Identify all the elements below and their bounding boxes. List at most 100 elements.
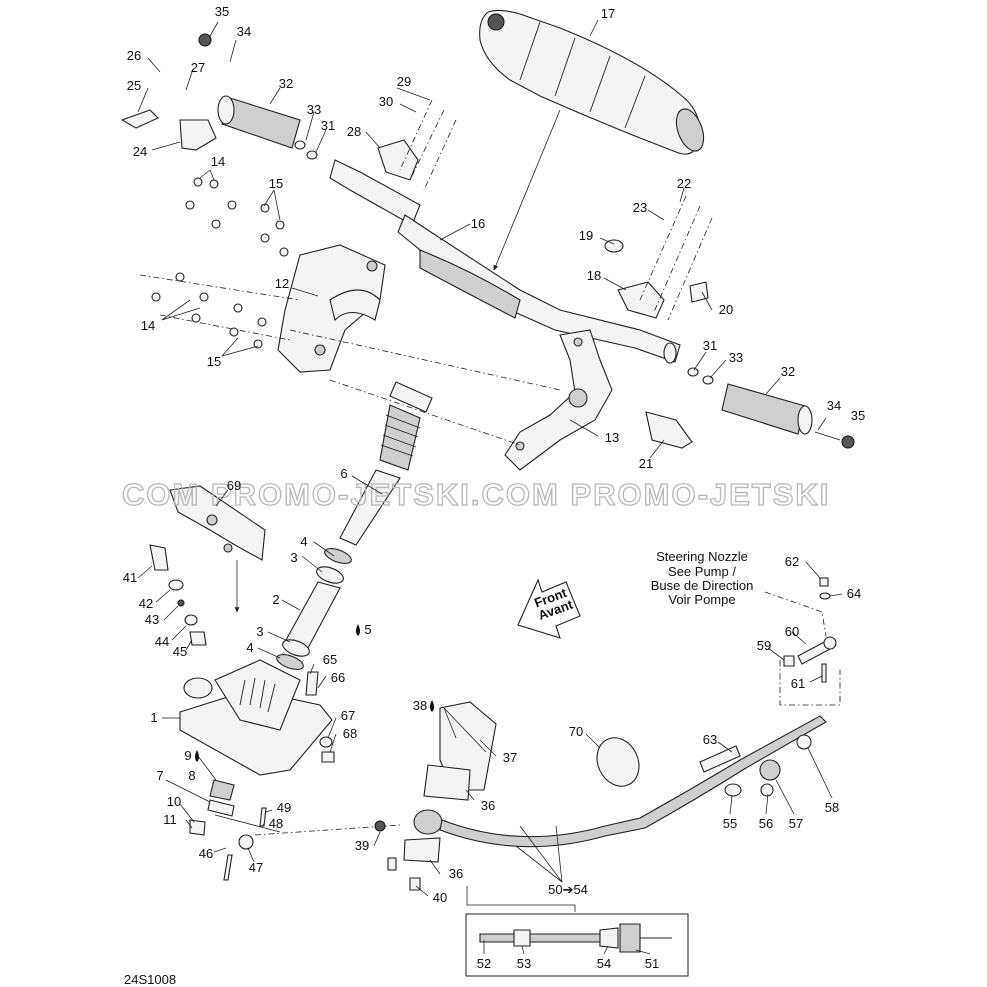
callout-2: 2 <box>272 592 279 607</box>
front-direction-arrow: Front Avant <box>517 578 581 639</box>
callout-41: 41 <box>123 570 137 585</box>
bolt-axis-29-30 <box>399 99 457 191</box>
callout-44: 44 <box>155 634 169 649</box>
callout-14a: 14 <box>211 154 225 169</box>
drop-icon <box>356 624 360 636</box>
callout-65: 65 <box>323 652 337 667</box>
cable-inset-box <box>465 913 689 977</box>
callout-6: 6 <box>340 466 347 481</box>
callout-30: 30 <box>379 94 393 109</box>
callout-61: 61 <box>791 676 805 691</box>
steering-cable-part <box>439 715 827 848</box>
callout-40: 40 <box>433 890 447 905</box>
steering-plate-part <box>179 659 333 776</box>
callout-39: 39 <box>355 838 369 853</box>
callout-60: 60 <box>785 624 799 639</box>
callout-28: 28 <box>347 124 361 139</box>
callout-42: 42 <box>139 596 153 611</box>
callout-32b: 32 <box>781 364 795 379</box>
callout-15a: 15 <box>269 176 283 191</box>
callout-62: 62 <box>785 554 799 569</box>
callout-49: 49 <box>277 800 291 815</box>
callout-8: 8 <box>188 768 195 783</box>
callout-31a: 31 <box>321 118 335 133</box>
drop-icon <box>430 700 434 712</box>
tie-rod-parts <box>189 779 401 881</box>
cable-bracket-part <box>374 701 497 891</box>
callout-12: 12 <box>275 276 289 291</box>
callout-3b: 3 <box>256 624 263 639</box>
callout-67: 67 <box>341 708 355 723</box>
callout-51: 51 <box>645 956 659 971</box>
callout-34a: 34 <box>237 24 251 39</box>
left-grip-part <box>120 33 318 160</box>
bolt-axis-22-23 <box>639 195 713 321</box>
callout-70: 70 <box>569 724 583 739</box>
right-grip-part <box>687 367 855 449</box>
callout-11: 11 <box>163 812 177 827</box>
bolt-stack-right-part <box>305 671 335 763</box>
callout-52: 52 <box>477 956 491 971</box>
callout-36a: 36 <box>481 798 495 813</box>
callout-47: 47 <box>249 860 263 875</box>
callout-17: 17 <box>601 6 615 21</box>
support-bracket-part <box>169 485 266 561</box>
callout-4b: 4 <box>246 640 253 655</box>
callout-24: 24 <box>133 144 147 159</box>
note-line-4: Voir Pompe <box>668 592 735 607</box>
callout-43: 43 <box>145 612 159 627</box>
o-ring-part <box>596 737 640 787</box>
callout-58: 58 <box>825 800 839 815</box>
callout-45: 45 <box>173 644 187 659</box>
callout-56: 56 <box>759 816 773 831</box>
bolt-washer-group-top <box>185 177 289 257</box>
callout-21: 21 <box>639 456 653 471</box>
callout-54: 54 <box>597 956 611 971</box>
callout-66: 66 <box>331 670 345 685</box>
callout-4a: 4 <box>300 534 307 549</box>
callout-1: 1 <box>150 710 157 725</box>
callout-14b: 14 <box>141 318 155 333</box>
callout-3a: 3 <box>290 550 297 565</box>
callout-27: 27 <box>191 60 205 75</box>
callout-29: 29 <box>397 74 411 89</box>
callout-59: 59 <box>757 638 771 653</box>
drop-icon <box>195 750 199 762</box>
steering-support-part <box>277 244 386 373</box>
callout-36b: 36 <box>449 866 463 881</box>
leader-lines <box>137 19 843 955</box>
callout-31b: 31 <box>703 338 717 353</box>
callout-23: 23 <box>633 200 647 215</box>
callout-19: 19 <box>579 228 593 243</box>
callout-18: 18 <box>587 268 601 283</box>
figure-code: 24S1008 <box>124 972 176 987</box>
right-clamp-part <box>604 239 709 319</box>
callout-53: 53 <box>517 956 531 971</box>
callout-25: 25 <box>127 78 141 93</box>
callout-26: 26 <box>127 48 141 63</box>
callout-38: 38 <box>413 698 427 713</box>
callout-5: 5 <box>364 622 371 637</box>
handlebar-padding-part <box>479 9 705 155</box>
callout-63: 63 <box>703 732 717 747</box>
bolt-washer-group-bottom <box>151 272 267 349</box>
sleeve-bearings-part <box>276 548 352 670</box>
steering-nozzle-note: Steering Nozzle See Pump / Buse de Direc… <box>651 549 754 607</box>
callout-68: 68 <box>343 726 357 741</box>
nozzle-linkage-part <box>779 577 841 706</box>
callout-55: 55 <box>723 816 737 831</box>
callout-50-54: 50➔54 <box>548 882 588 897</box>
note-line-2: See Pump / <box>668 564 736 579</box>
callout-35b: 35 <box>851 408 865 423</box>
callout-46: 46 <box>199 846 213 861</box>
callout-7: 7 <box>156 768 163 783</box>
note-line-1: Steering Nozzle <box>656 549 748 564</box>
callout-34b: 34 <box>827 398 841 413</box>
steering-bracket-part <box>504 329 613 471</box>
callout-64: 64 <box>847 586 861 601</box>
bolt-stack-left-part <box>149 544 207 646</box>
callout-10: 10 <box>167 794 181 809</box>
callout-33a: 33 <box>307 102 321 117</box>
callout-69: 69 <box>227 478 241 493</box>
